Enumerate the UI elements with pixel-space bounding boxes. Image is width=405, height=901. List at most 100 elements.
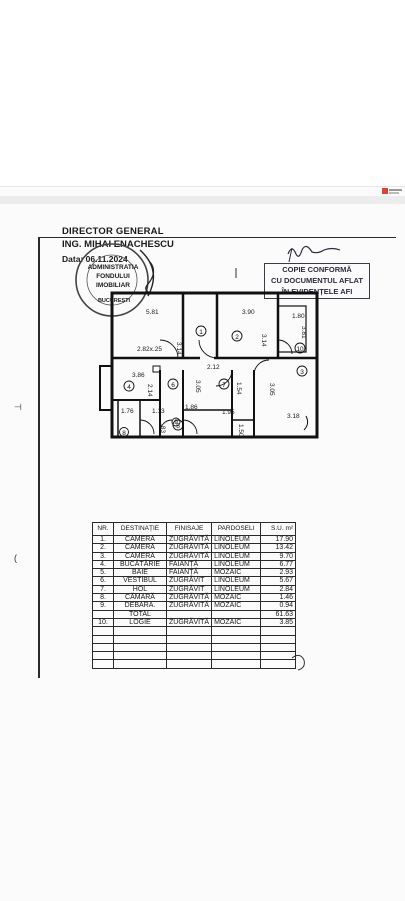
row-finish xyxy=(165,626,213,636)
scan-edge-strip xyxy=(0,196,405,204)
row-destination: CAMERA xyxy=(113,534,167,545)
row-number: 10. xyxy=(92,617,114,628)
conformity-line-2: CU DOCUMENTUL AFLAT xyxy=(271,276,363,285)
stamp-text-2: FONDULUI xyxy=(96,273,130,280)
conformity-line-1: COPIE CONFORMĂ xyxy=(282,265,352,274)
row-number: 3. xyxy=(92,551,114,561)
header-floors: PARDOSELI xyxy=(211,522,262,536)
row-finish xyxy=(165,642,213,653)
row-destination: BAIE xyxy=(113,568,167,578)
row-destination: LOGIE xyxy=(113,617,167,628)
header-finishes: FINISAJE xyxy=(165,522,213,536)
row-finish: FAIANȚĂ xyxy=(165,568,213,578)
row-finish: ZUGRĂVIT xyxy=(165,584,213,595)
row-number xyxy=(92,659,114,669)
table-row xyxy=(92,642,297,653)
header-destination: DESTINAȚIE xyxy=(113,522,167,536)
row-destination: BUCĂTĂRIE xyxy=(113,559,167,570)
row-destination: HOL xyxy=(113,584,167,595)
row-area: 2.93 xyxy=(260,568,297,578)
document-frame xyxy=(38,237,396,678)
row-number: 8. xyxy=(92,593,114,603)
row-number: 7. xyxy=(92,584,114,595)
row-area: 13.42 xyxy=(260,543,297,553)
row-finish: FAIANȚĂ xyxy=(165,559,213,570)
row-floor xyxy=(211,651,262,661)
row-destination: TOTAL xyxy=(113,609,167,619)
row-number xyxy=(92,609,114,619)
row-number: 2. xyxy=(92,543,114,553)
row-area: 0.94 xyxy=(260,601,297,611)
row-destination xyxy=(113,659,167,669)
row-area xyxy=(260,659,297,669)
row-area: 61.63 xyxy=(260,609,297,619)
margin-mark: ( xyxy=(14,553,17,563)
row-area: 3.85 xyxy=(260,617,297,628)
row-finish: ZUGRĂVITĂ xyxy=(165,543,213,553)
approval-date: Data: 06.11.2024 xyxy=(62,254,128,264)
director-title: DIRECTOR GENERAL xyxy=(62,226,164,237)
stamp-text-3: IMOBILIAR xyxy=(96,282,130,289)
row-area: 6.77 xyxy=(260,559,297,570)
row-area: 5.67 xyxy=(260,576,297,586)
table-row xyxy=(92,626,297,636)
table-row: TOTAL 61.63 xyxy=(92,609,297,619)
conformity-line-3: ÎN EVIDENȚELE AFI xyxy=(281,287,353,296)
row-finish: ZUGRĂVIT xyxy=(165,576,213,586)
row-finish: ZUGRĂVITĂ xyxy=(165,593,213,603)
row-floor: MOZAIC xyxy=(211,593,262,603)
row-floor xyxy=(211,626,262,636)
row-area xyxy=(260,634,297,644)
row-destination: CAMERA xyxy=(113,543,167,553)
row-destination xyxy=(113,642,167,653)
row-floor: MOZAIC xyxy=(211,568,262,578)
row-number xyxy=(92,634,114,644)
row-area: 17.90 xyxy=(260,534,297,545)
row-number: 5. xyxy=(92,568,114,578)
row-number: 4. xyxy=(92,559,114,570)
row-destination: DEBARA. xyxy=(113,601,167,611)
row-floor xyxy=(211,659,262,669)
row-floor: LINOLEUM xyxy=(211,551,262,561)
row-destination: VESTIBUL xyxy=(113,576,167,586)
table-row xyxy=(92,634,297,644)
row-destination xyxy=(113,634,167,644)
row-floor: MOZAIC xyxy=(211,601,262,611)
row-floor: MOZAIC xyxy=(211,617,262,628)
row-finish: ZUGRĂVITĂ xyxy=(165,601,213,611)
row-area: 2.84 xyxy=(260,584,297,595)
row-finish: ZUGRĂVITĂ xyxy=(165,617,213,628)
row-finish xyxy=(165,659,213,669)
row-finish xyxy=(165,609,213,619)
row-area xyxy=(260,642,297,653)
director-name: ING. MIHAI ENACHESCU xyxy=(62,239,174,250)
row-area: 9.70 xyxy=(260,551,297,561)
row-finish: ZUGRĂVITĂ xyxy=(165,551,213,561)
row-number xyxy=(92,626,114,636)
stamp-text-1: ADMINISTRATIA xyxy=(87,264,139,271)
row-destination xyxy=(113,626,167,636)
row-destination: CAMERA xyxy=(113,551,167,561)
row-floor: LINOLEUM xyxy=(211,534,262,545)
row-destination xyxy=(113,651,167,661)
row-finish xyxy=(165,651,213,661)
margin-mark: ⊣ xyxy=(14,402,22,412)
row-number: 6. xyxy=(92,576,114,586)
table-row xyxy=(92,659,297,669)
area-table: NR. DESTINAȚIE FINISAJE PARDOSELI S.U. m… xyxy=(92,522,297,669)
stamp-text-bottom: BUCUREȘTI xyxy=(97,298,131,304)
conformity-stamp: COPIE CONFORMĂ CU DOCUMENTUL AFLAT ÎN EV… xyxy=(264,263,370,299)
row-floor xyxy=(211,634,262,644)
row-number xyxy=(92,642,114,653)
row-floor: LINOLEUM xyxy=(211,543,262,553)
row-floor: LINOLEUM xyxy=(211,584,262,595)
